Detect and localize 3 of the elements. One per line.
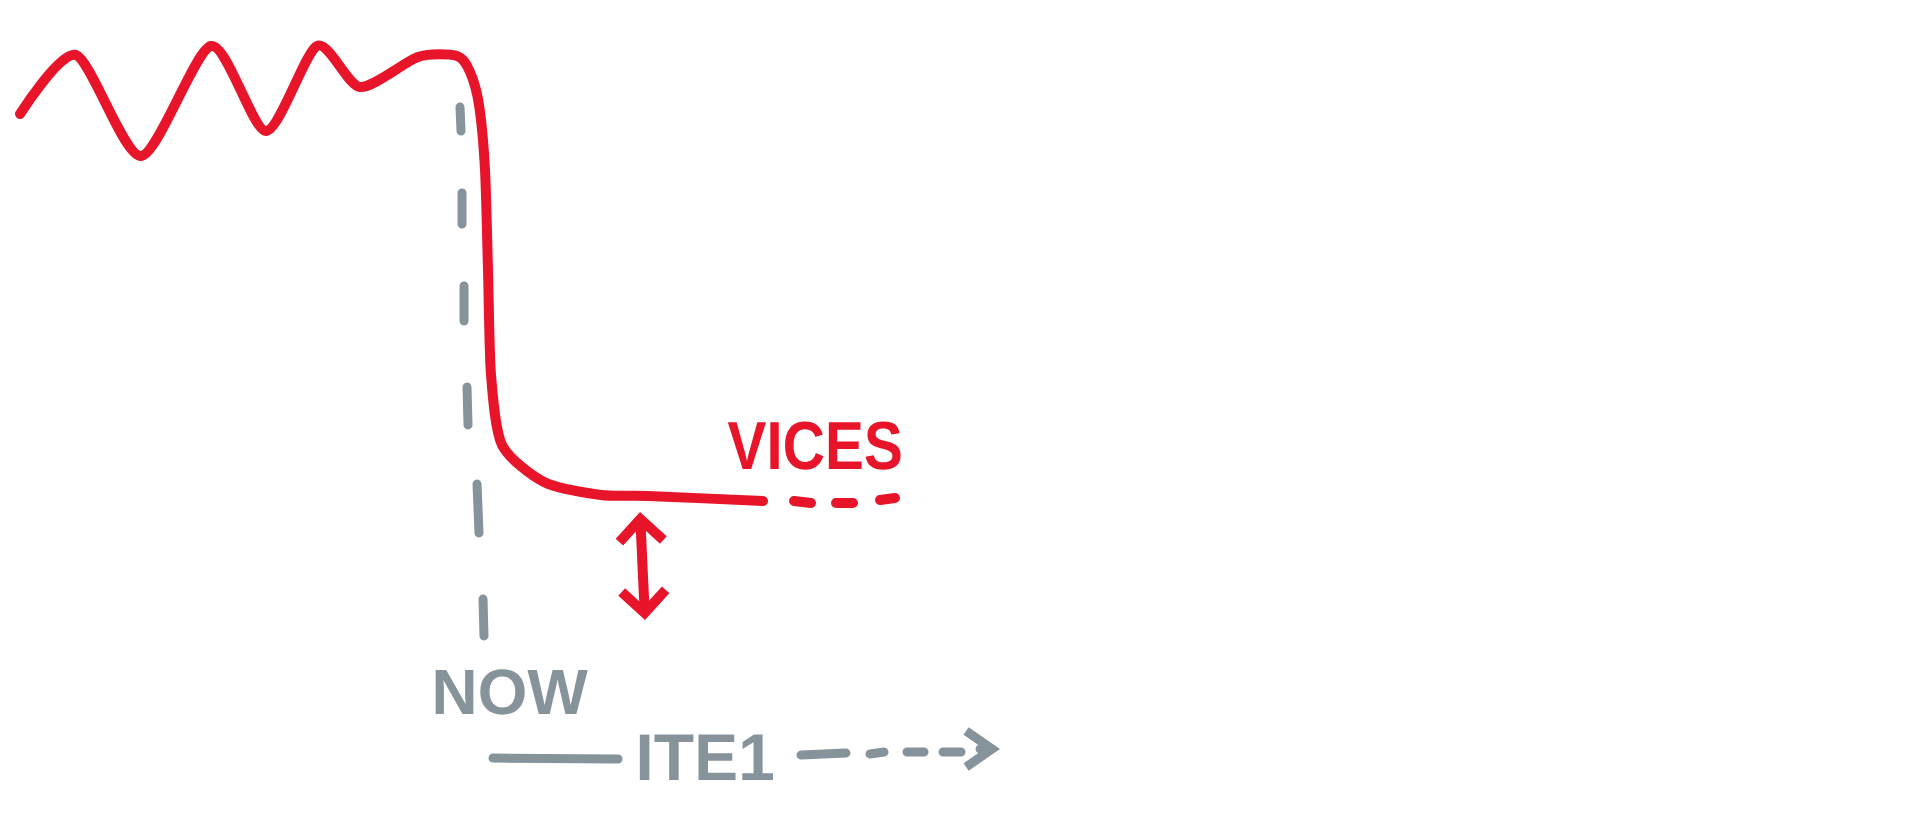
axis-label: ITE1 (639, 734, 773, 780)
line-label: VICES (727, 421, 901, 470)
marker-label: NOW (435, 669, 588, 715)
